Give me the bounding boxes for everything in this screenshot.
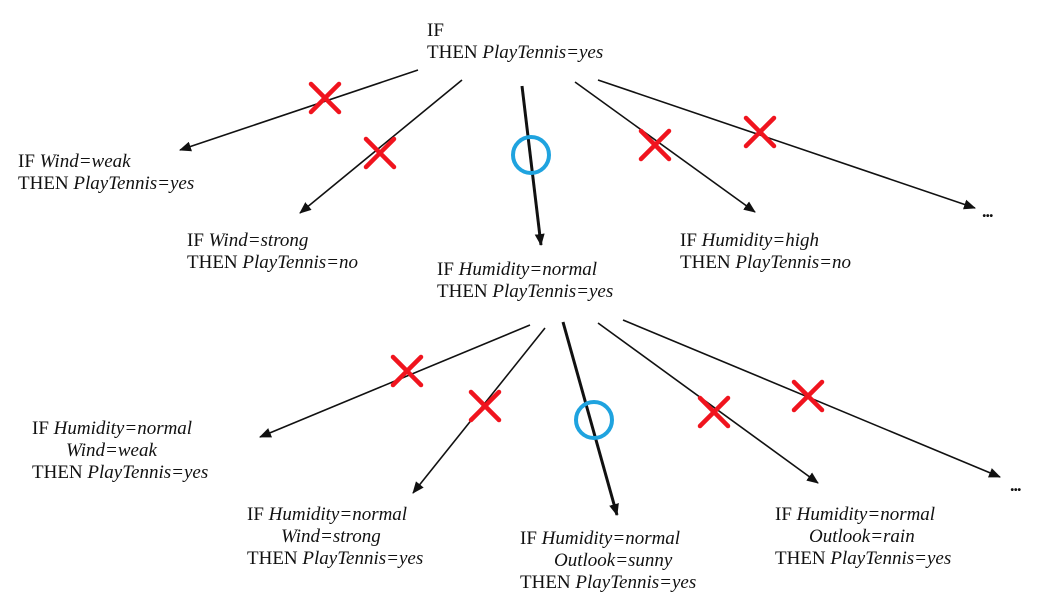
rule-if-line: IF	[427, 20, 444, 41]
reject-x-stroke	[743, 115, 777, 149]
reject-x-icon	[697, 395, 731, 429]
rule-if-line: IF Humidity=normal	[775, 504, 936, 525]
rule-condition: Wind=strong	[281, 526, 381, 547]
reject-x-stroke	[468, 389, 502, 423]
rule-condition-line: Wind=strong	[247, 526, 423, 548]
edge-l1_normal-to-l2_sunny	[561, 321, 619, 516]
reject-x-stroke	[390, 354, 424, 388]
rule-condition: Humidity=normal	[458, 259, 598, 280]
edge-root-to-l1_more	[597, 79, 976, 210]
rule-then-line: THEN PlayTennis=no	[680, 252, 851, 273]
rule-result: PlayTennis=yes	[830, 548, 952, 569]
rule-if-line: IF Humidity=normal	[247, 504, 408, 525]
reject-x-icon	[390, 354, 424, 388]
rule-node-root: IF THEN PlayTennis=yes	[427, 20, 603, 64]
rule-condition: Outlook=rain	[809, 526, 915, 547]
rule-then-line: THEN PlayTennis=yes	[437, 281, 614, 302]
rule-node-normal-outlook-sunny: IF Humidity=normal Outlook=sunny THEN Pl…	[520, 528, 696, 594]
rule-result: PlayTennis=yes	[302, 548, 424, 569]
rule-node-wind-strong: IF Wind=strong THEN PlayTennis=no	[187, 230, 358, 274]
rule-then-line: THEN PlayTennis=yes	[520, 572, 697, 593]
rule-condition: Wind=weak	[66, 440, 157, 461]
rule-node-wind-weak: IF Wind=weak THEN PlayTennis=yes	[18, 151, 194, 195]
reject-x-stroke	[791, 379, 825, 413]
reject-x-icon	[308, 81, 342, 115]
select-circle-icon	[574, 400, 614, 440]
rule-then-line: THEN PlayTennis=yes	[32, 462, 209, 483]
rule-if-line: IF Humidity=normal	[32, 418, 193, 439]
reject-x-stroke	[697, 395, 731, 429]
rule-if-line: IF Humidity=normal	[520, 528, 681, 549]
rule-condition: Humidity=normal	[796, 504, 936, 525]
rule-result: PlayTennis=yes	[87, 462, 209, 483]
edge-root-to-l1_normal	[520, 85, 545, 246]
reject-x-stroke	[308, 81, 342, 115]
reject-x-stroke	[363, 136, 397, 170]
rule-condition-line: Outlook=sunny	[520, 550, 696, 572]
rule-if-line: IF Wind=weak	[18, 151, 131, 172]
rule-condition-line: Wind=weak	[32, 440, 208, 462]
rule-node-humidity-normal: IF Humidity=normal THEN PlayTennis=yes	[437, 259, 613, 303]
reject-x-icon	[468, 389, 502, 423]
reject-x-stroke	[638, 128, 672, 162]
reject-x-icon	[638, 128, 672, 162]
rule-node-humidity-high: IF Humidity=high THEN PlayTennis=no	[680, 230, 851, 274]
rule-result: PlayTennis=yes	[492, 281, 614, 302]
rule-node-normal-wind-weak: IF Humidity=normal Wind=weak THEN PlayTe…	[32, 418, 208, 484]
reject-x-icon	[363, 136, 397, 170]
rule-then-line: THEN PlayTennis=no	[187, 252, 358, 273]
rule-result: PlayTennis=yes	[482, 42, 604, 63]
rule-if-line: IF Humidity=high	[680, 230, 819, 251]
rule-node-normal-outlook-rain: IF Humidity=normal Outlook=rain THEN Pla…	[775, 504, 951, 570]
rule-if-line: IF Humidity=normal	[437, 259, 598, 280]
edge-root-to-l1_high	[574, 81, 756, 213]
rule-if-line: IF Wind=strong	[187, 230, 309, 251]
rule-result: PlayTennis=yes	[575, 572, 697, 593]
rule-then-line: THEN PlayTennis=yes	[427, 42, 604, 63]
reject-x-icon	[743, 115, 777, 149]
rule-result: PlayTennis=no	[735, 252, 851, 273]
rule-condition: Humidity=high	[701, 230, 819, 251]
rule-result: PlayTennis=no	[242, 252, 358, 273]
rule-then-line: THEN PlayTennis=yes	[775, 548, 952, 569]
rule-then-line: THEN PlayTennis=yes	[247, 548, 424, 569]
reject-x-icon	[791, 379, 825, 413]
rule-then-line: THEN PlayTennis=yes	[18, 173, 195, 194]
select-circle-icon	[511, 135, 551, 175]
rule-condition: Outlook=sunny	[554, 550, 673, 571]
rule-condition: Humidity=normal	[53, 418, 193, 439]
edge-root-to-l1_weak	[179, 69, 419, 152]
rule-condition: Wind=strong	[208, 230, 309, 251]
rule-node-normal-wind-strong: IF Humidity=normal Wind=strong THEN Play…	[247, 504, 423, 570]
rule-result: PlayTennis=yes	[73, 173, 195, 194]
rule-condition: Humidity=normal	[541, 528, 681, 549]
rule-condition-line: Outlook=rain	[775, 526, 951, 548]
more-rules-ellipsis: ...	[982, 201, 993, 221]
rule-condition: Humidity=normal	[268, 504, 408, 525]
edge-root-to-l1_strong	[299, 79, 463, 214]
more-rules-ellipsis: ...	[1010, 475, 1021, 495]
rule-condition: Wind=weak	[39, 151, 131, 172]
